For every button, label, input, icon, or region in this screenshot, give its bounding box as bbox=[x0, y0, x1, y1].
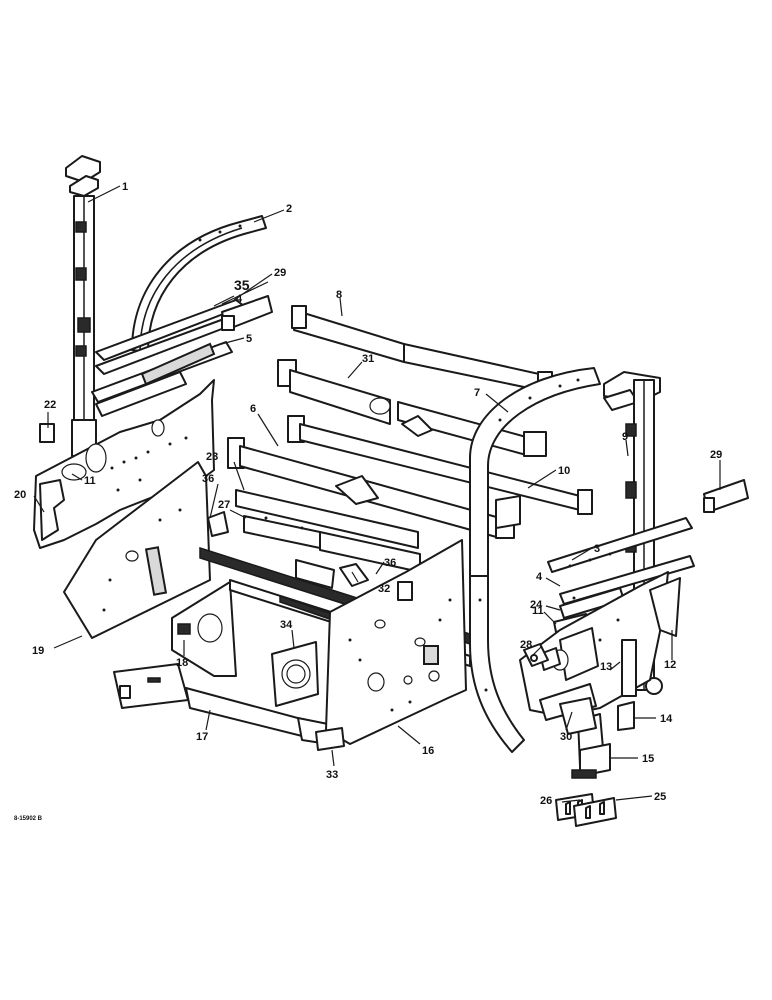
tube-8 bbox=[291, 305, 553, 395]
callout-32: 32 bbox=[378, 583, 390, 595]
angle-bar bbox=[235, 489, 421, 573]
bracket-30 bbox=[559, 697, 597, 735]
callout-34: 34 bbox=[280, 619, 293, 631]
left-rail-assembly bbox=[91, 299, 245, 417]
callout-31: 31 bbox=[362, 353, 374, 365]
center-bracket bbox=[171, 581, 237, 677]
small-bracket-14 bbox=[617, 701, 635, 731]
callout-11a: 11 bbox=[84, 475, 96, 487]
callout-24: 24 bbox=[530, 599, 543, 611]
callout-14: 14 bbox=[660, 713, 673, 725]
callout-7: 7 bbox=[474, 387, 480, 399]
callout-8: 8 bbox=[336, 289, 342, 301]
callout-36b: 36 bbox=[384, 557, 396, 569]
callout-6: 6 bbox=[250, 403, 256, 415]
drawing-reference: 8-15902 B bbox=[14, 816, 43, 822]
callout-9: 9 bbox=[622, 431, 628, 443]
callout-12: 12 bbox=[664, 659, 676, 671]
callout-27: 27 bbox=[218, 499, 230, 511]
small-plate-33 bbox=[315, 727, 345, 751]
small-brackets bbox=[207, 511, 369, 589]
callout-30: 30 bbox=[560, 731, 572, 743]
callout-4a: 4 bbox=[236, 293, 243, 305]
callout-18: 18 bbox=[176, 657, 188, 669]
callout-36a: 36 bbox=[202, 473, 214, 485]
callout-28: 28 bbox=[520, 639, 532, 651]
callout-26: 26 bbox=[540, 795, 552, 807]
shims bbox=[555, 793, 617, 827]
callout-11b: 11 bbox=[532, 605, 544, 617]
callout-29b: 29 bbox=[710, 449, 722, 461]
callout-25: 25 bbox=[654, 791, 666, 803]
cover-29-right bbox=[703, 479, 749, 513]
callout-13: 13 bbox=[600, 661, 612, 673]
left-side-plate bbox=[33, 379, 215, 549]
lower-beam bbox=[113, 663, 329, 745]
callout-10: 10 bbox=[558, 465, 570, 477]
tube-31 bbox=[277, 359, 547, 457]
curved-upright bbox=[469, 367, 601, 753]
callout-2: 2 bbox=[286, 203, 292, 215]
callout-15: 15 bbox=[642, 753, 654, 765]
callout-19: 19 bbox=[32, 645, 44, 657]
lower-left-panel bbox=[63, 461, 211, 639]
callout-20: 20 bbox=[14, 489, 26, 501]
callout-4b: 4 bbox=[536, 571, 543, 583]
callout-5: 5 bbox=[246, 333, 252, 345]
plate-bolt-holes bbox=[110, 436, 188, 492]
misc-parts bbox=[523, 643, 561, 671]
callout-35: 35 bbox=[234, 277, 250, 293]
callout-16: 16 bbox=[422, 745, 434, 757]
callout-29a: 29 bbox=[274, 267, 286, 279]
callout-33: 33 bbox=[326, 769, 338, 781]
leader-lines bbox=[33, 185, 721, 803]
callout-17: 17 bbox=[196, 731, 208, 743]
tube-6 bbox=[287, 415, 593, 515]
callout-3: 3 bbox=[594, 543, 600, 555]
cover-29-left bbox=[221, 295, 273, 331]
callout-23: 23 bbox=[206, 451, 218, 463]
callouts: 1 2 3 4 4 5 6 7 8 9 10 11 11 12 13 14 15… bbox=[14, 181, 722, 822]
left-upright-post bbox=[65, 155, 101, 457]
callout-1: 1 bbox=[122, 181, 128, 193]
callout-22: 22 bbox=[44, 399, 56, 411]
bearing-plate bbox=[271, 641, 319, 707]
